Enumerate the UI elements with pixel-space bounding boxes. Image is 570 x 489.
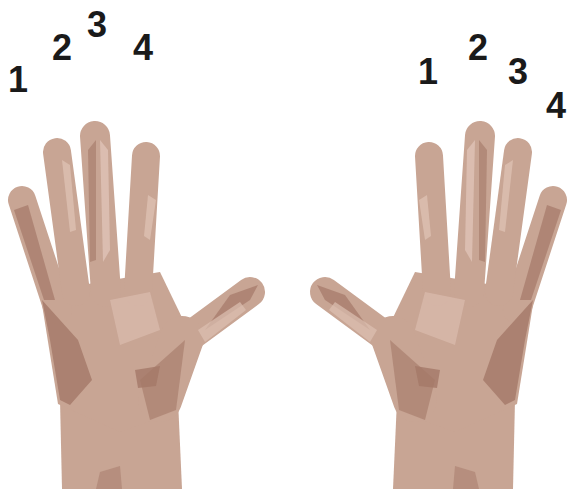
left-hand <box>14 136 258 489</box>
finger-number: 1 <box>8 62 28 98</box>
finger-number: 2 <box>468 30 488 66</box>
finger-number: 1 <box>418 54 438 90</box>
right-hand <box>317 136 561 489</box>
finger-number: 3 <box>87 7 107 43</box>
finger-number: 4 <box>133 30 153 66</box>
finger-number: 4 <box>546 88 566 124</box>
finger-number: 2 <box>52 30 72 66</box>
finger-number: 3 <box>508 54 528 90</box>
